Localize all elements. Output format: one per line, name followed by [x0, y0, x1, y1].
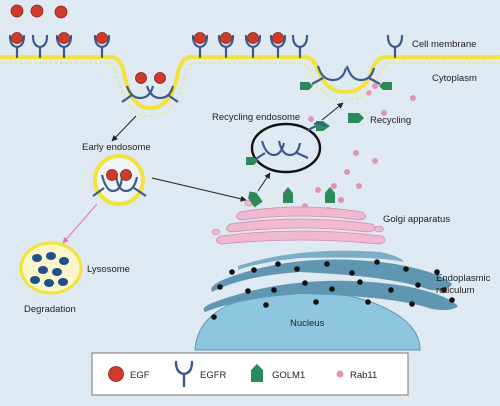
legend-item-egfr: EGFR	[174, 360, 227, 388]
label-lysosome: Lysosome	[87, 264, 130, 275]
nucleus-er	[194, 250, 458, 351]
cell-membrane	[0, 55, 500, 117]
egf-ligand	[30, 4, 44, 18]
golm1-recycling-marker	[348, 113, 364, 123]
egfr-legend-icon	[174, 360, 194, 388]
label-er-line2: reticulum	[436, 285, 475, 296]
label-er-line1: Endoplasmic	[436, 273, 491, 284]
label-early-endosome: Early endosome	[82, 142, 151, 153]
egf-legend-icon	[108, 366, 124, 382]
arrow-early-endosome-to-golgi	[151, 177, 247, 202]
surface-receptors	[8, 32, 404, 59]
legend-label-golm1: GOLM1	[272, 370, 305, 381]
legend: EGF EGFR GOLM1 Rab11	[91, 352, 409, 396]
golm1-on-golgi	[248, 187, 335, 208]
label-cell-membrane: Cell membrane	[412, 39, 476, 50]
rab11-legend-icon	[336, 370, 344, 378]
golgi-apparatus	[211, 199, 386, 245]
legend-box	[91, 352, 409, 396]
label-recycling: Recycling	[370, 115, 411, 126]
arrow-early-endosome-to-lysosome	[62, 203, 98, 244]
endocytic-pit-complex	[121, 72, 179, 103]
egf-ligand	[10, 4, 24, 18]
early-endosome	[92, 154, 147, 206]
legend-item-golm1: GOLM1	[251, 364, 305, 382]
label-degradation: Degradation	[24, 304, 76, 315]
recycling-endosome	[246, 121, 330, 174]
arrow-golgi-to-recycling-endosome	[257, 172, 271, 192]
legend-label-egf: EGF	[130, 370, 150, 381]
legend-item-rab11: Rab11	[336, 370, 377, 381]
diagram-labels: Cell membrane Cytoplasm Recycling endoso…	[24, 39, 491, 329]
free-egf-group	[10, 4, 68, 19]
pathway-arrows	[62, 102, 344, 244]
legend-label-egfr: EGFR	[200, 370, 227, 381]
lysosome	[19, 241, 83, 295]
label-cytoplasm: Cytoplasm	[432, 73, 477, 84]
label-nucleus: Nucleus	[290, 318, 325, 329]
legend-item-egf: EGF	[108, 366, 150, 382]
label-recycling-endosome: Recycling endosome	[212, 112, 300, 123]
egf-ligand	[54, 5, 68, 19]
legend-label-rab11: Rab11	[350, 370, 377, 381]
golm1-legend-icon	[251, 364, 263, 382]
arrow-pit-to-early-endosome	[111, 115, 137, 142]
arrow-recycling-endosome-to-membrane	[321, 102, 344, 121]
label-golgi: Golgi apparatus	[383, 214, 450, 225]
recycling-pit-complex	[300, 65, 392, 96]
